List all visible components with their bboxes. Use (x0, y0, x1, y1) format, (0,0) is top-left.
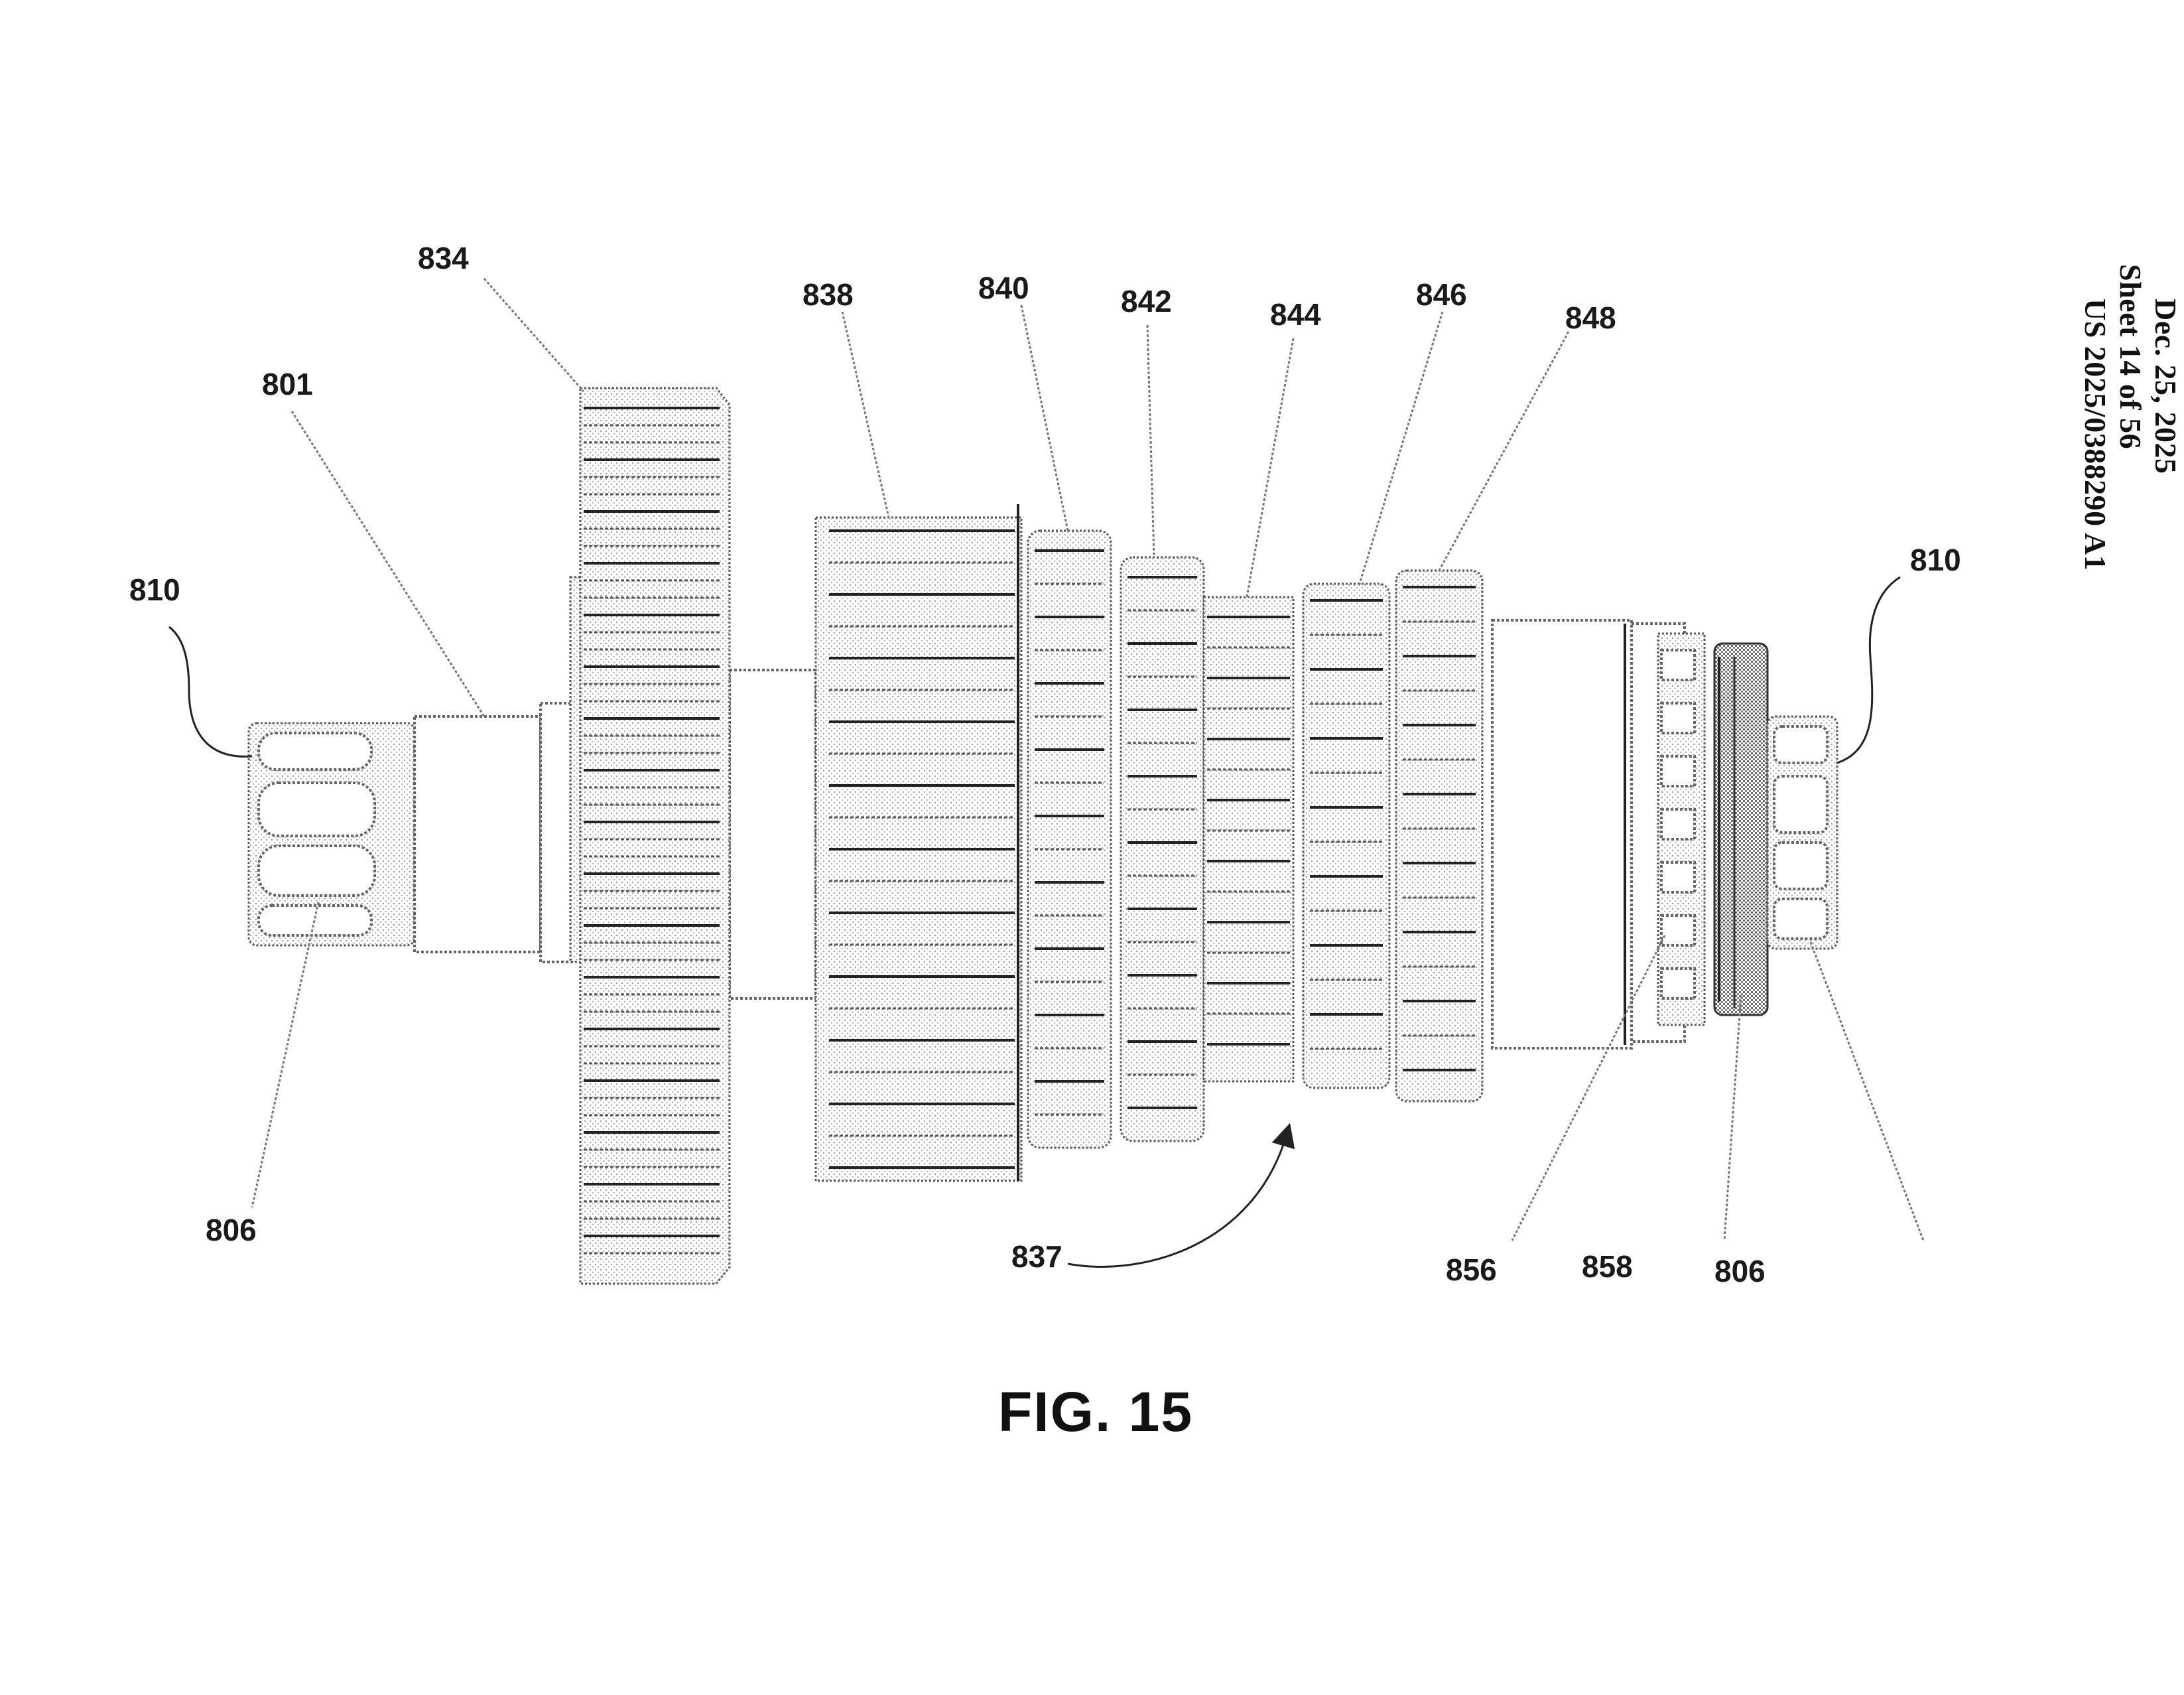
collar-slot (1660, 649, 1696, 681)
leader-806-left (251, 902, 320, 1208)
gear-842 (1120, 556, 1205, 1142)
gear-840 (1027, 529, 1112, 1149)
refnum-840: 840 (978, 271, 1029, 305)
refnum-846: 846 (1416, 277, 1467, 312)
gear-848 (1395, 569, 1484, 1103)
arrow-837 (1067, 1122, 1295, 1268)
refnum-810-right: 810 (1910, 543, 1961, 577)
publication-date: Dec. 25, 2025 (2149, 299, 2183, 474)
refnum-806-left: 806 (206, 1213, 257, 1247)
leader-844 (1246, 338, 1295, 598)
reference-numerals: 810 810 801 834 838 840 842 844 846 848 … (129, 241, 1961, 1288)
leader-810-left (168, 626, 253, 758)
refnum-838: 838 (803, 277, 854, 312)
publication-number: US 2025/0388290 A1 (2079, 299, 2112, 571)
refnum-848: 848 (1565, 301, 1616, 335)
large-gear-834 (569, 387, 731, 1285)
collar-slot (1660, 702, 1696, 734)
shaft-section (413, 619, 1686, 1050)
leader-842 (1146, 324, 1155, 558)
leader-840 (1020, 305, 1069, 531)
refnum-858: 858 (1582, 1249, 1633, 1284)
left-spline-end (247, 722, 416, 947)
gear-846 (1302, 582, 1391, 1089)
leader-806-right (1809, 941, 1925, 1241)
refnum-806-right: 806 (1714, 1254, 1766, 1288)
refnum-810-left: 810 (129, 573, 180, 607)
leader-856 (1511, 935, 1666, 1241)
leader-801 (290, 411, 485, 717)
leader-834 (483, 278, 585, 392)
publication-header: Patent Application Publication Dec. 25, … (2043, 212, 2184, 654)
figure-label: FIG. 15 (998, 1381, 1194, 1443)
refnum-834: 834 (418, 241, 469, 275)
collar-856 (1657, 632, 1706, 1026)
refnum-856: 856 (1446, 1253, 1497, 1287)
collar-slot (1660, 967, 1696, 1000)
gear-844 (1202, 596, 1295, 1083)
collar-slot (1660, 914, 1696, 947)
refnum-837: 837 (1011, 1239, 1062, 1274)
refnum-801: 801 (262, 367, 313, 401)
right-spline-end (1766, 715, 1838, 950)
refnum-842: 842 (1121, 284, 1172, 318)
refnum-844: 844 (1270, 297, 1321, 332)
leader-846 (1358, 311, 1444, 584)
collar-slot (1660, 808, 1696, 841)
leader-858 (1723, 994, 1742, 1241)
leader-838 (841, 311, 890, 518)
gear-838 (814, 504, 1023, 1182)
collar-slot (1660, 861, 1696, 894)
collar-slot (1660, 755, 1696, 787)
bearing-858 (1713, 642, 1769, 1016)
leader-848 (1438, 331, 1570, 571)
sheet-number: Sheet 14 of 56 (2114, 264, 2148, 450)
leader-810-right (1836, 576, 1901, 764)
leader-lines (168, 278, 1925, 1268)
